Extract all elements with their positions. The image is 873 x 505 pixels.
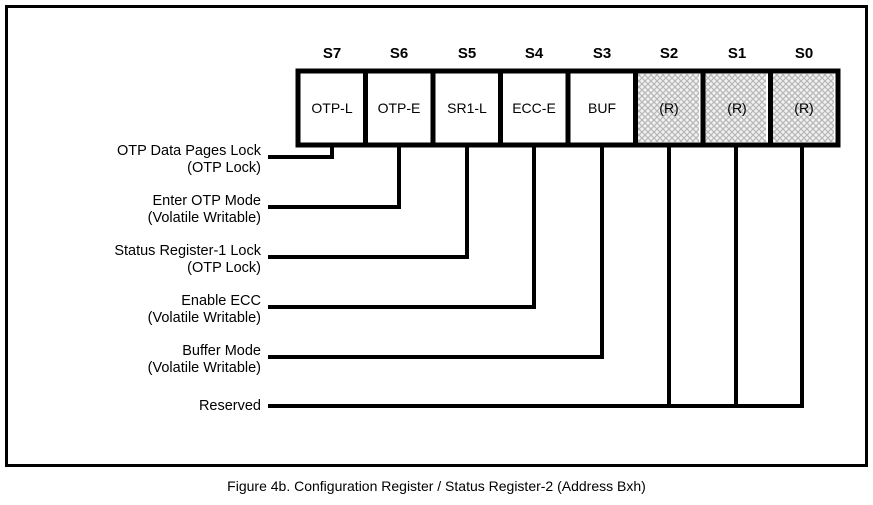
field-label-enable-ecc: Enable ECC (Volatile Writable) bbox=[148, 293, 261, 327]
leader-line-s6 bbox=[268, 145, 401, 209]
field-label-subtitle: (Volatile Writable) bbox=[147, 310, 261, 326]
field-label-subtitle: (Volatile Writable) bbox=[147, 210, 261, 226]
field-label-buffer-mode: Buffer Mode (Volatile Writable) bbox=[148, 343, 261, 377]
bit-index-s5: S5 bbox=[457, 45, 477, 62]
leader-line-s5 bbox=[268, 145, 469, 259]
bit-index-s4: S4 bbox=[524, 45, 544, 62]
field-label-title: Reserved bbox=[198, 398, 261, 414]
register-cell-s6[interactable]: OTP-E bbox=[377, 100, 421, 116]
figure-caption: Figure 4b. Configuration Register / Stat… bbox=[227, 478, 646, 494]
register-cell-s2[interactable]: (R) bbox=[659, 100, 679, 116]
field-label-subtitle: (Volatile Writable) bbox=[147, 360, 261, 376]
register-box bbox=[295, 68, 841, 148]
register-cell-s5[interactable]: SR1-L bbox=[447, 100, 487, 116]
leader-line-s3 bbox=[268, 145, 604, 359]
field-label-title: OTP Data Pages Lock bbox=[116, 143, 261, 159]
bit-index-s0: S0 bbox=[794, 45, 814, 62]
leader-line-s7 bbox=[268, 145, 334, 159]
field-label-enter-otp-mode: Enter OTP Mode (Volatile Writable) bbox=[148, 193, 261, 227]
register-cell-s0[interactable]: (R) bbox=[794, 100, 814, 116]
leader-line-reserved bbox=[268, 145, 804, 408]
bit-index-s3: S3 bbox=[592, 45, 612, 62]
register-cell-s4[interactable]: ECC-E bbox=[512, 100, 556, 116]
bit-index-s7: S7 bbox=[322, 45, 342, 62]
leader-line-s4 bbox=[268, 145, 536, 309]
register-cell-s7[interactable]: OTP-L bbox=[311, 100, 353, 116]
field-label-reserved: Reserved bbox=[199, 398, 261, 415]
register-cell-s3[interactable]: BUF bbox=[588, 100, 616, 116]
field-label-subtitle: (OTP Lock) bbox=[187, 260, 261, 276]
field-label-subtitle: (OTP Lock) bbox=[187, 160, 261, 176]
leader-lines bbox=[268, 145, 804, 408]
field-label-title: Status Register-1 Lock bbox=[114, 243, 261, 259]
field-label-title: Enter OTP Mode bbox=[152, 193, 261, 209]
cell-dividers bbox=[363, 73, 773, 143]
field-label-title: Enable ECC bbox=[181, 293, 261, 309]
field-label-title: Buffer Mode bbox=[182, 343, 261, 359]
register-cell-s1[interactable]: (R) bbox=[727, 100, 747, 116]
field-label-status-register-1-lock: Status Register-1 Lock (OTP Lock) bbox=[114, 243, 261, 277]
reserved-cell-fills bbox=[636, 74, 834, 142]
bit-index-s2: S2 bbox=[659, 45, 679, 62]
field-label-otp-data-pages-lock: OTP Data Pages Lock (OTP Lock) bbox=[117, 143, 261, 177]
bit-index-s6: S6 bbox=[389, 45, 409, 62]
bit-index-s1: S1 bbox=[727, 45, 747, 62]
